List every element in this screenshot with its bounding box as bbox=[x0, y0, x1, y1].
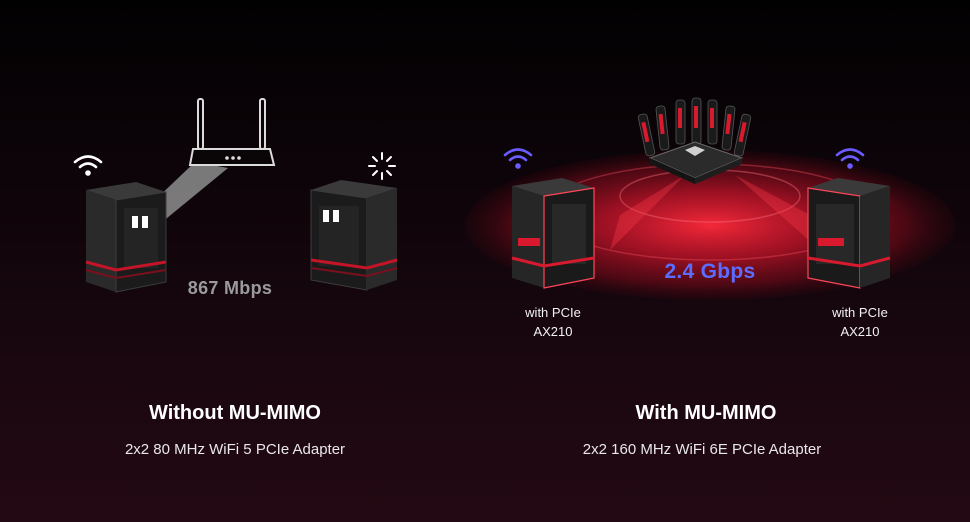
panel-title: With MU-MIMO bbox=[635, 402, 777, 424]
without-mu-mimo-panel: 867 Mbps Without MU-MIMO 2x2 80 MHz WiFi… bbox=[0, 0, 470, 522]
pc-adapter-label: with PCIe AX210 bbox=[508, 303, 598, 341]
throughput-label: 867 Mbps bbox=[187, 278, 273, 298]
with-mu-mimo-panel: 2.4 Gbps with PCIe AX210 with PCIe AX210… bbox=[465, 0, 970, 522]
throughput-label: 2.4 Gbps bbox=[664, 260, 756, 283]
adapter-label-line1: with PCIe bbox=[525, 305, 581, 320]
panel-subtitle: 2x2 80 MHz WiFi 5 PCIe Adapter bbox=[124, 441, 346, 458]
panel-subtitle: 2x2 160 MHz WiFi 6E PCIe Adapter bbox=[582, 441, 822, 458]
gaming-router bbox=[637, 97, 752, 184]
wifi-icon bbox=[835, 148, 865, 169]
loading-spinner-icon bbox=[368, 152, 396, 180]
panel-title: Without MU-MIMO bbox=[149, 402, 321, 424]
wifi-icon bbox=[503, 148, 533, 169]
pc-tower bbox=[511, 178, 595, 289]
pc-tower bbox=[310, 180, 398, 291]
adapter-label-line1: with PCIe bbox=[832, 305, 888, 320]
adapter-label-line2: AX210 bbox=[840, 324, 880, 339]
pc-adapter-label: with PCIe AX210 bbox=[815, 303, 905, 341]
pc-tower bbox=[807, 178, 891, 289]
router-outline bbox=[188, 98, 276, 166]
wifi-icon bbox=[73, 155, 103, 176]
adapter-label-line2: AX210 bbox=[533, 324, 573, 339]
pc-tower bbox=[85, 182, 167, 293]
